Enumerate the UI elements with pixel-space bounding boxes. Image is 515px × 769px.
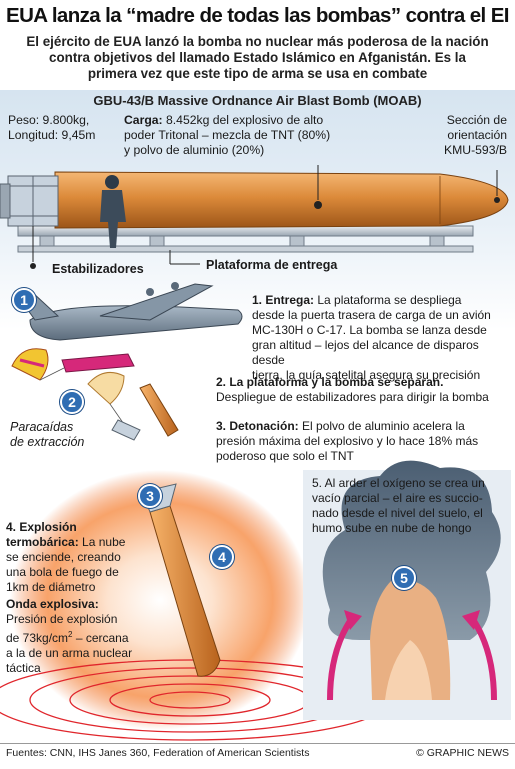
fireball xyxy=(10,470,310,730)
subhead-line: El ejército de EUA lanzó la bomba no nuc… xyxy=(26,34,489,49)
step-1-line: desde la puerta trasera de carga de un a… xyxy=(252,308,491,322)
shockwave-line: – cercana xyxy=(72,631,129,645)
guidance-line: Sección de xyxy=(446,113,507,127)
platform-label: Plataforma de entrega xyxy=(206,258,338,272)
length-text: Longitud: 9,45m xyxy=(8,128,96,142)
cargo-plane xyxy=(14,282,243,341)
step-4-line: se enciende, creando xyxy=(6,550,121,564)
step-4-title: 4. Explosión xyxy=(6,520,77,534)
spec-title: GBU-43/B Massive Ordnance Air Blast Bomb… xyxy=(93,93,422,108)
step-4-line: una bola de fuego de xyxy=(6,565,119,579)
suction-arrows xyxy=(327,616,497,701)
step-3-line: presión máxima del explosivo y lo hace 1… xyxy=(216,434,479,448)
weight-text: Peso: 9.800kg, xyxy=(8,113,90,127)
delivery-platform xyxy=(17,225,474,253)
step-1-line: MC-130H o C-17. La bomba se lanza desde xyxy=(252,323,487,337)
payload-pointer xyxy=(314,201,322,209)
extraction-parachute-1 xyxy=(11,348,135,381)
parachute-line: de extracción xyxy=(10,435,85,449)
weight-length-label: Peso: 9.800kg, Longitud: 9,45m xyxy=(8,113,95,143)
subhead-line: contra objetivos del llamado Estado Islá… xyxy=(49,50,466,65)
step-2-line: Despliegue de estabilizadores para dirig… xyxy=(216,390,489,404)
step-3-title: 3. Detonación: xyxy=(216,419,299,433)
sources-text: Fuentes: CNN, IHS Janes 360, Federation … xyxy=(6,747,310,759)
payload-label: Carga: 8.452kg del explosivo de alto pod… xyxy=(124,113,394,158)
extraction-parachute-2 xyxy=(87,371,141,441)
step-4-line: 1km de diámetro xyxy=(6,580,96,594)
suction-arrow-head xyxy=(462,610,480,630)
guidance-line: KMU-593/B xyxy=(444,143,507,157)
person-scale-figure xyxy=(100,175,126,248)
step-1-line: La plataforma se despliega xyxy=(314,293,462,307)
parachute-label: Paracaídas de extracción xyxy=(10,420,84,450)
credit-text: © GRAPHIC NEWS xyxy=(416,747,509,759)
step-2-text: 2. La plataforma y la bomba se separan. … xyxy=(216,375,514,405)
step-3-line: El polvo de aluminio acelera la xyxy=(298,419,465,433)
payload-line: poder Tritonal – mezcla de TNT (80%) xyxy=(124,128,331,142)
guidance-section-label: Sección de orientación KMU-593/B xyxy=(444,113,507,158)
shockwave-superscript: 2 xyxy=(68,630,73,639)
step-3-badge: 3 xyxy=(138,484,162,508)
parachute-line: Paracaídas xyxy=(10,420,74,434)
shockwave-line: táctica xyxy=(6,661,41,675)
guidance-line: orientación xyxy=(447,128,507,142)
shockwave-line: a la de un arma nuclear xyxy=(6,646,133,660)
shockwave-line: de 73kg/cm xyxy=(6,631,69,645)
step-4-title: termobárica: xyxy=(6,535,79,549)
step-1-line: tierra, la guía satelital asegura su pre… xyxy=(252,368,481,382)
step-1-title: 1. Entrega: xyxy=(252,293,315,307)
step-5-text: 5. Al arder el oxígeno se crea un vacío … xyxy=(312,476,512,536)
suction-arrow-head xyxy=(344,610,362,630)
step-1-line: gran altitud – lejos del alcance de disp… xyxy=(252,338,479,367)
falling-bomb-small xyxy=(139,383,179,437)
step-4-text: 4. Explosión termobárica: La nube se enc… xyxy=(6,520,146,676)
attack-sequence-illustration xyxy=(0,282,511,741)
payload-line: 8.452kg del explosivo de alto xyxy=(162,113,324,127)
step-5-line: vacío parcial – el aire es succio- xyxy=(312,491,483,505)
step-3-text: 3. Detonación: El polvo de aluminio acel… xyxy=(216,419,514,464)
step-5-badge: 5 xyxy=(392,566,416,590)
step-2-title: 2. La plataforma y la bomba se separan. xyxy=(216,375,444,389)
step-5-line: nado desde el nivel del suelo, el xyxy=(312,506,483,520)
step-1-text: 1. Entrega: La plataforma se despliega d… xyxy=(252,293,514,383)
payload-line: y polvo de aluminio (20%) xyxy=(124,143,265,157)
step-1-badge: 1 xyxy=(12,288,36,312)
moab-bomb-illustration xyxy=(0,165,509,269)
step-4-badge: 4 xyxy=(210,545,234,569)
headline: EUA lanza la “madre de todas las bombas”… xyxy=(6,4,509,27)
step-5-line: humo sube en nube de hongo xyxy=(312,521,472,535)
bomb-body xyxy=(54,171,509,229)
step-5-line: 5. Al arder el oxígeno se crea un xyxy=(312,476,485,490)
stabilizers-label: Estabilizadores xyxy=(52,262,144,276)
tail-fin-stabilizers xyxy=(0,175,59,227)
step-2-badge: 2 xyxy=(60,390,84,414)
subheadline: El ejército de EUA lanzó la bomba no nuc… xyxy=(6,34,509,82)
step-3-line: poderoso que solo el TNT xyxy=(216,449,354,463)
footer-divider xyxy=(0,743,515,744)
mushroom-smoke-cloud xyxy=(303,460,511,720)
payload-title: Carga: xyxy=(124,113,163,127)
shockwave-line: Presión de explosión xyxy=(6,612,118,626)
subhead-line: primera vez que este tipo de arma se usa… xyxy=(87,66,428,81)
step-4-line: La nube xyxy=(78,535,126,549)
shockwave-title: Onda explosiva: xyxy=(6,597,99,611)
